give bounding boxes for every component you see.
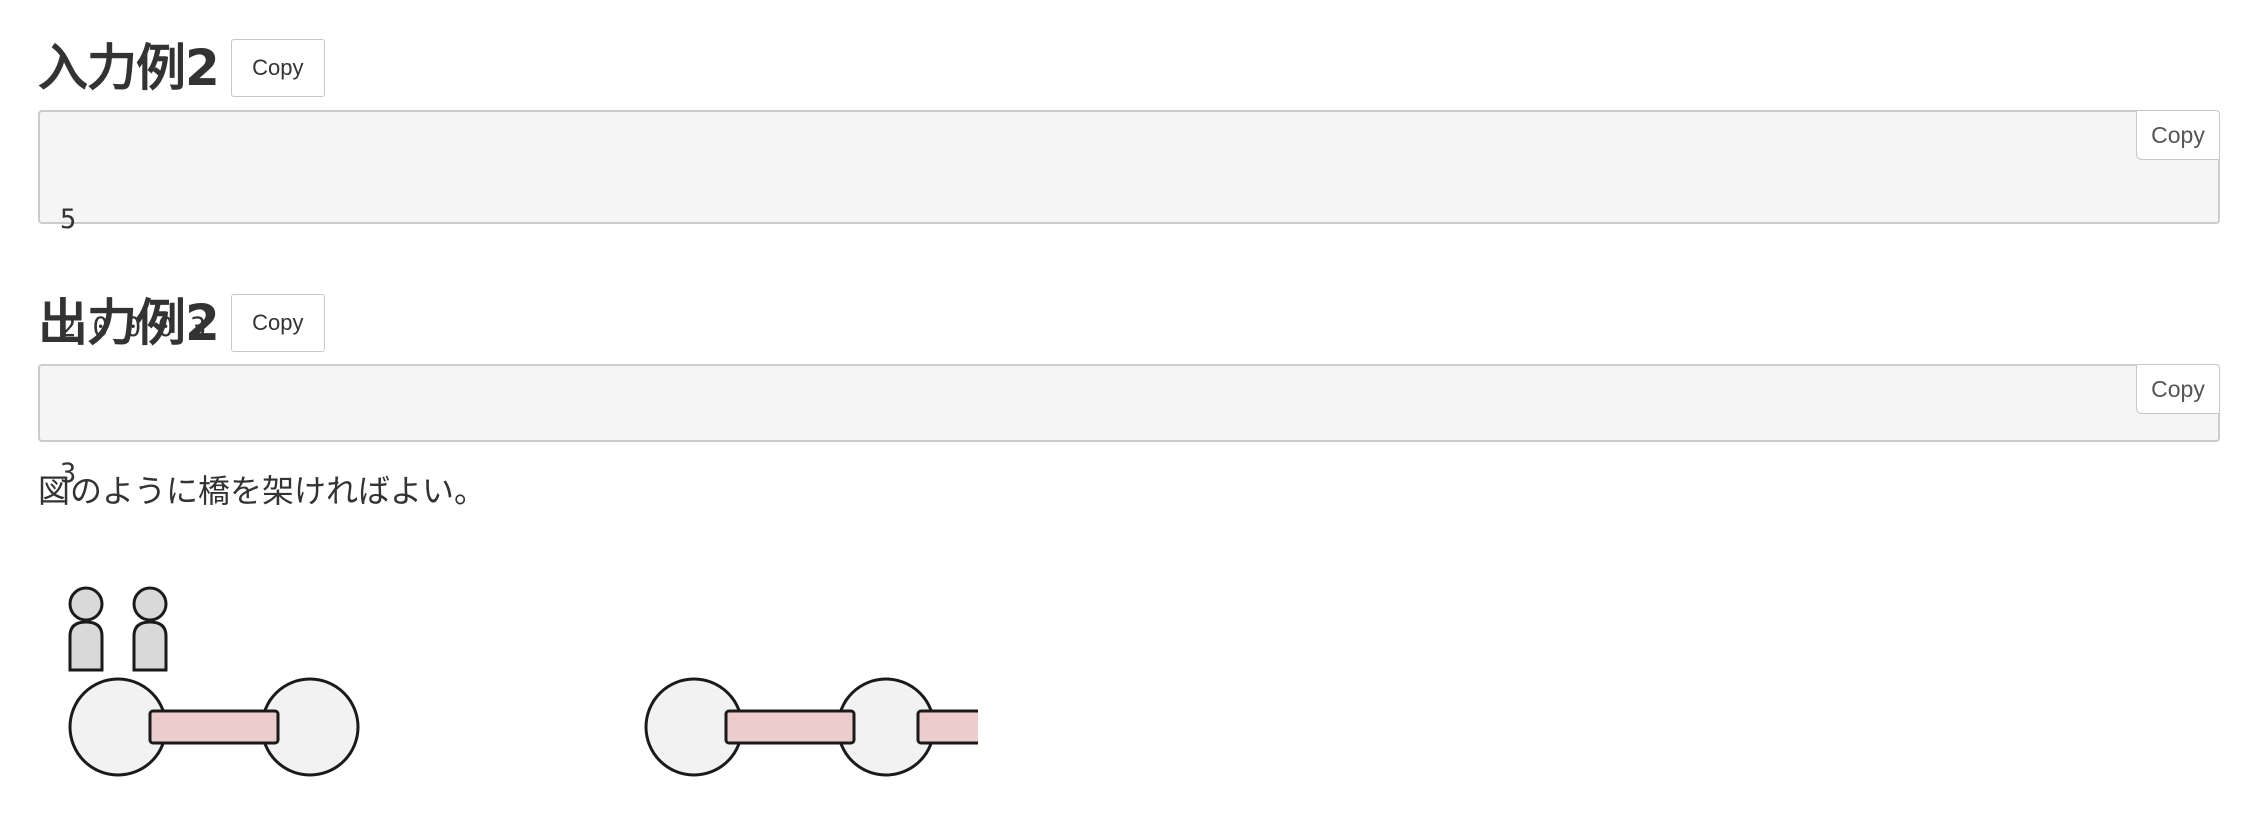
input-line-2: 2 0 0 0 3 (60, 312, 207, 343)
output-box-copy-button[interactable]: Copy (2136, 364, 2220, 414)
figure-drawing (68, 586, 978, 777)
input-example-title: 入力例2 (38, 39, 220, 97)
person-island1-2-body (132, 620, 168, 672)
output-example-box: 3 Copy (38, 364, 2220, 489)
output-example-heading-row: 出力例2 Copy (38, 293, 325, 353)
output-example-title: 出力例2 (38, 294, 220, 352)
bridge-3-4 (724, 709, 856, 745)
person-island1-2-head (132, 586, 168, 622)
person-island1-1-head (68, 586, 104, 622)
output-example-copy-button[interactable]: Copy (230, 294, 325, 352)
bridge-4-5 (916, 709, 978, 745)
input-example-box: 5 2 0 0 0 3 Copy (38, 110, 2220, 343)
input-box-copy-button[interactable]: Copy (2136, 110, 2220, 160)
input-line-1: 5 (60, 204, 77, 235)
output-line-1: 3 (60, 458, 77, 489)
input-example-copy-button[interactable]: Copy (230, 39, 325, 97)
bridge-1-2 (148, 709, 280, 745)
islands-bridges-figure (68, 586, 978, 777)
person-island1-1-body (68, 620, 104, 672)
explanation-text: 図のように橋を架ければよい。 (38, 472, 487, 510)
input-example-heading-row: 入力例2 Copy (38, 38, 325, 98)
